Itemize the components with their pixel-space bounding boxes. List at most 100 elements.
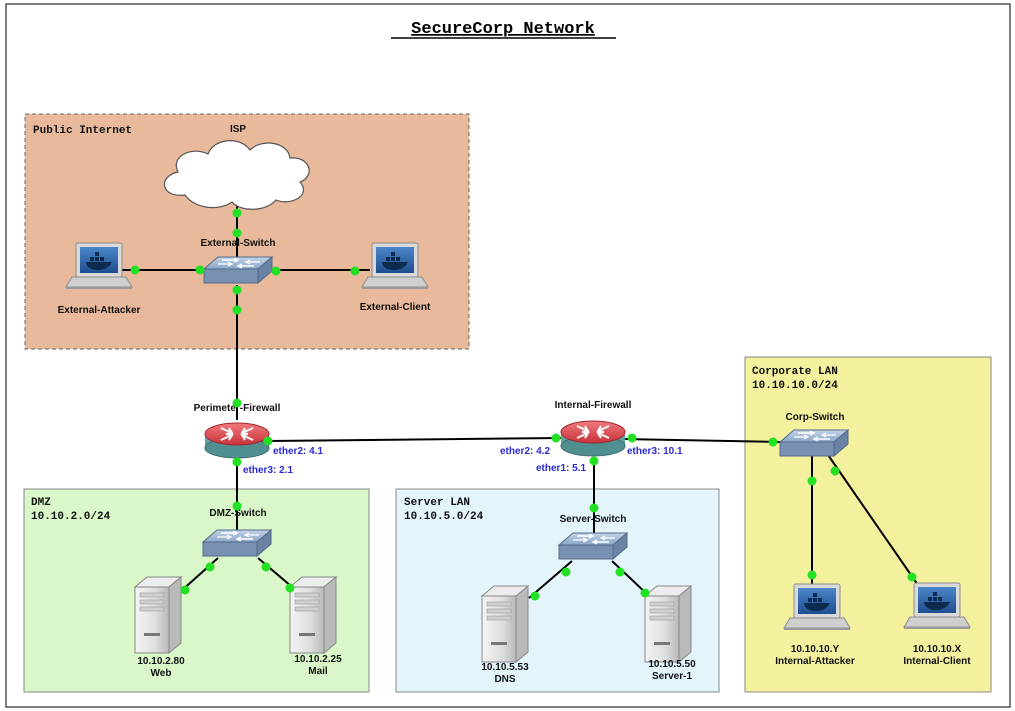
server-tower-icon bbox=[289, 576, 337, 654]
port-dot bbox=[195, 265, 205, 275]
external-client-label: External-Client bbox=[360, 302, 431, 313]
internal-client-ip: 10.10.10.X bbox=[913, 644, 962, 655]
zone-dmz-subnet: 10.10.2.0/24 bbox=[31, 511, 111, 523]
port-dot bbox=[589, 503, 599, 513]
port-dot bbox=[180, 585, 190, 595]
diagram-title: SecureCorp Network bbox=[411, 20, 595, 39]
zone-server-subnet: 10.10.5.0/24 bbox=[404, 511, 484, 523]
port-dot bbox=[807, 476, 817, 486]
zone-corp-subnet: 10.10.10.0/24 bbox=[752, 380, 838, 392]
port-dot bbox=[130, 265, 140, 275]
external-switch-node[interactable]: External-Switch bbox=[200, 238, 276, 284]
port-dot bbox=[561, 567, 571, 577]
isp-label: ISP bbox=[230, 124, 246, 135]
web-ip: 10.10.2.80 bbox=[137, 656, 185, 667]
perimeter-firewall-label: Perimeter-Firewall bbox=[194, 403, 281, 414]
port-label-internal-ether2: ether2: 4.2 bbox=[500, 446, 550, 457]
zone-public-title: Public Internet bbox=[33, 125, 132, 137]
port-dot bbox=[640, 588, 650, 598]
server1-node[interactable]: 10.10.5.50 Server-1 bbox=[644, 585, 696, 682]
external-attacker-label: External-Attacker bbox=[58, 305, 141, 316]
port-dot bbox=[232, 228, 242, 238]
port-dot bbox=[205, 562, 215, 572]
switch-icon bbox=[202, 529, 272, 557]
internal-client-node[interactable]: 10.10.10.X Internal-Client bbox=[903, 582, 971, 667]
isp-node[interactable]: ISP bbox=[163, 124, 310, 210]
server-tower-icon bbox=[644, 585, 692, 663]
port-dot bbox=[589, 456, 599, 466]
port-dot bbox=[830, 466, 840, 476]
internal-firewall-node[interactable]: Internal-Firewall bbox=[555, 400, 632, 457]
docker-laptop-icon bbox=[65, 242, 133, 290]
link-internal-corpswitch bbox=[624, 438, 781, 443]
mail-label: Mail bbox=[308, 666, 328, 677]
port-dot bbox=[232, 457, 242, 467]
port-dot bbox=[232, 285, 242, 295]
dns-ip: 10.10.5.53 bbox=[481, 662, 529, 673]
port-dot bbox=[271, 266, 281, 276]
zone-server-title: Server LAN bbox=[404, 497, 470, 509]
port-dot bbox=[263, 436, 273, 446]
port-dot bbox=[627, 433, 637, 443]
port-label-internal-ether3: ether3: 10.1 bbox=[627, 446, 683, 457]
internal-attacker-node[interactable]: 10.10.10.Y Internal-Attacker bbox=[775, 583, 855, 667]
external-client-node[interactable]: External-Client bbox=[360, 242, 431, 313]
port-dot bbox=[232, 208, 242, 218]
docker-laptop-icon bbox=[903, 582, 971, 630]
link-corpswitch-intclient bbox=[825, 451, 921, 589]
internal-firewall-label: Internal-Firewall bbox=[555, 400, 632, 411]
switch-icon bbox=[558, 532, 628, 560]
dns-label: DNS bbox=[494, 674, 515, 685]
port-label-internal-ether1: ether1: 5.1 bbox=[536, 463, 586, 474]
perimeter-firewall-node[interactable]: Perimeter-Firewall bbox=[194, 403, 281, 459]
corp-switch-label: Corp-Switch bbox=[786, 412, 845, 423]
mail-server-node[interactable]: 10.10.2.25 Mail bbox=[289, 576, 342, 677]
docker-laptop-icon bbox=[783, 583, 851, 631]
zone-dmz-title: DMZ bbox=[31, 497, 51, 509]
switch-icon bbox=[779, 429, 849, 457]
port-label-perimeter-ether3: ether3: 2.1 bbox=[243, 465, 293, 476]
port-dot bbox=[551, 433, 561, 443]
port-dot bbox=[530, 591, 540, 601]
dmz-switch-node[interactable]: DMZ-Switch bbox=[202, 508, 272, 557]
internal-attacker-ip: 10.10.10.Y bbox=[791, 644, 840, 655]
port-dot bbox=[807, 570, 817, 580]
docker-laptop-icon bbox=[361, 242, 429, 290]
external-attacker-node[interactable]: External-Attacker bbox=[58, 242, 141, 316]
port-dot bbox=[907, 572, 917, 582]
port-dot bbox=[261, 562, 271, 572]
mail-ip: 10.10.2.25 bbox=[294, 654, 342, 665]
external-switch-label: External-Switch bbox=[200, 238, 275, 249]
zone-corporate-lan: Corporate LAN 10.10.10.0/24 bbox=[744, 356, 992, 693]
server-tower-icon bbox=[481, 585, 529, 663]
port-label-perimeter-ether2: ether2: 4.1 bbox=[273, 446, 323, 457]
link-serverswitch-server1 bbox=[611, 560, 649, 596]
server1-ip: 10.10.5.50 bbox=[648, 659, 696, 670]
port-dot bbox=[615, 567, 625, 577]
port-dot bbox=[768, 437, 778, 447]
web-server-node[interactable]: 10.10.2.80 Web bbox=[134, 576, 185, 679]
zone-corp-title: Corporate LAN bbox=[752, 366, 838, 378]
port-dot bbox=[232, 398, 242, 408]
cloud-icon bbox=[163, 140, 310, 210]
internal-attacker-label: Internal-Attacker bbox=[775, 656, 855, 667]
link-perimeter-internal bbox=[267, 437, 563, 442]
server1-label: Server-1 bbox=[652, 671, 692, 682]
switch-icon bbox=[203, 256, 273, 284]
port-dot bbox=[350, 266, 360, 276]
corp-switch-node[interactable]: Corp-Switch bbox=[779, 412, 849, 457]
port-dots bbox=[130, 208, 917, 601]
router-firewall-icon bbox=[204, 422, 270, 459]
web-label: Web bbox=[151, 668, 172, 679]
port-dot bbox=[285, 583, 295, 593]
port-dot bbox=[232, 305, 242, 315]
port-dot bbox=[232, 501, 242, 511]
dns-server-node[interactable]: 10.10.5.53 DNS bbox=[481, 585, 529, 685]
server-switch-node[interactable]: Server-Switch bbox=[558, 514, 628, 560]
dmz-switch-label: DMZ-Switch bbox=[209, 508, 266, 519]
router-firewall-icon bbox=[560, 420, 626, 457]
internal-client-label: Internal-Client bbox=[903, 656, 971, 667]
server-switch-label: Server-Switch bbox=[560, 514, 627, 525]
server-tower-icon bbox=[134, 576, 182, 654]
